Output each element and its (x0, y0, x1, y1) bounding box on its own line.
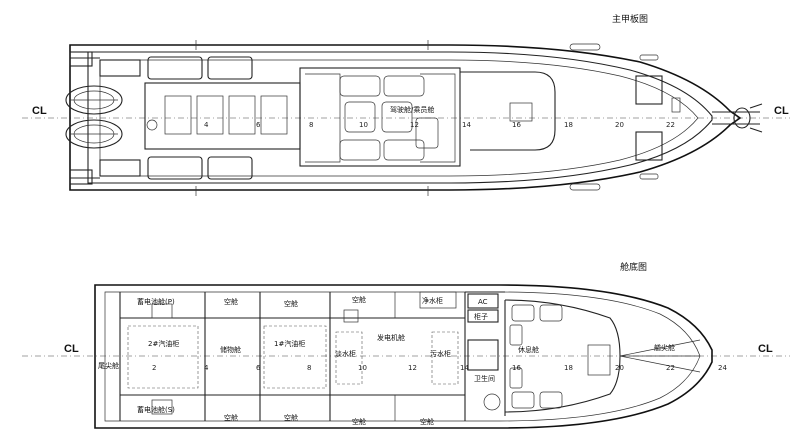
svg-text:16: 16 (512, 364, 521, 372)
svg-text:6: 6 (256, 364, 261, 372)
svg-text:22: 22 (666, 121, 675, 129)
fore-peak-label: 艏尖舱 (654, 343, 675, 352)
void-2: 空舱 (284, 299, 298, 308)
void-7: 空舱 (420, 417, 434, 426)
generator-label: 发电机舱 (377, 333, 405, 342)
fuel-tank-2 (127, 325, 199, 389)
svg-text:12: 12 (410, 121, 419, 129)
deck-plan-title: 主甲板图 (612, 13, 648, 25)
oily-water-label: 污水柜 (430, 349, 451, 358)
bottom-plan: 舱底图 CL CL (22, 261, 790, 429)
water-tank (335, 331, 363, 385)
toilet-box (467, 339, 499, 371)
svg-text:20: 20 (615, 121, 624, 129)
svg-text:16: 16 (512, 121, 521, 129)
ac-label: AC (478, 298, 488, 306)
deck-bulwark (87, 51, 713, 184)
bottom-plan-title: 舱底图 (620, 261, 647, 273)
svg-text:22: 22 (666, 364, 675, 372)
svg-text:6: 6 (256, 121, 261, 129)
deck-inner-line (99, 59, 699, 177)
water-tank-label: 淡水柜 (335, 349, 356, 358)
fore-hatch-port (635, 75, 663, 105)
svg-text:14: 14 (462, 121, 471, 129)
bottom-hull-outline (94, 284, 713, 429)
svg-text:14: 14 (460, 364, 469, 372)
svg-text:20: 20 (615, 364, 624, 372)
deck-frame-numbers: 4 6 8 10 12 14 16 18 20 22 (204, 121, 675, 129)
void-1: 空舱 (224, 297, 238, 306)
battery-p-label: 蓄电池舱(P) (137, 297, 175, 306)
fore-hatch-stbd (635, 131, 663, 161)
outboard-engines (65, 85, 123, 149)
svg-text:4: 4 (204, 364, 209, 372)
deck-cl-left: CL (32, 105, 47, 117)
svg-text:10: 10 (358, 364, 367, 372)
svg-text:8: 8 (307, 364, 311, 372)
bow-fitting (712, 103, 763, 133)
svg-text:18: 18 (564, 121, 573, 129)
void-3: 空舱 (352, 295, 366, 304)
svg-text:10: 10 (359, 121, 368, 129)
wheelhouse-label: 驾驶舱/乘员舱 (390, 105, 434, 114)
fuel-tank-1 (263, 325, 327, 389)
lounge-label: 休息舱 (518, 345, 539, 354)
svg-text:12: 12 (408, 364, 417, 372)
main-deck-plan: 主甲板图 CL CL (22, 13, 790, 196)
svg-text:18: 18 (564, 364, 573, 372)
wheelhouse: 驾驶舱/乘员舱 (299, 67, 556, 167)
void-5: 空舱 (284, 413, 298, 422)
cabinet-label: 柜子 (474, 312, 488, 321)
void-4: 空舱 (224, 413, 238, 422)
cabinet-box (467, 309, 499, 323)
svg-text:4: 4 (204, 121, 209, 129)
ac-box (467, 293, 499, 309)
deck-cl-right: CL (774, 105, 789, 117)
void-6: 空舱 (352, 417, 366, 426)
deck-hull-outline (69, 44, 742, 191)
svg-text:24: 24 (718, 364, 727, 372)
storage-label: 储物舱 (220, 345, 241, 354)
tail-peak-label: 尾尖舱 (98, 361, 119, 370)
bottom-cl-left: CL (64, 343, 79, 355)
bottom-cl-right: CL (758, 343, 773, 355)
fuel-2-label: 2#汽油柜 (148, 339, 179, 348)
oily-water-tank (431, 331, 459, 385)
fuel-1-label: 1#汽油柜 (274, 339, 305, 348)
svg-text:8: 8 (309, 121, 313, 129)
drain-tank-label: 净水柜 (422, 296, 443, 305)
bottom-labels: 尾尖舱 蓄电池舱(P) 蓄电池舱(S) 2#汽油柜 1#汽油柜 储物舱 淡水柜 … (98, 295, 675, 426)
bottom-frame-numbers: 2 4 6 8 10 12 14 16 18 20 22 24 (152, 364, 727, 372)
toilet-label: 卫生间 (474, 374, 495, 383)
battery-s-label: 蓄电池舱(S) (137, 405, 175, 414)
svg-text:2: 2 (152, 364, 156, 372)
